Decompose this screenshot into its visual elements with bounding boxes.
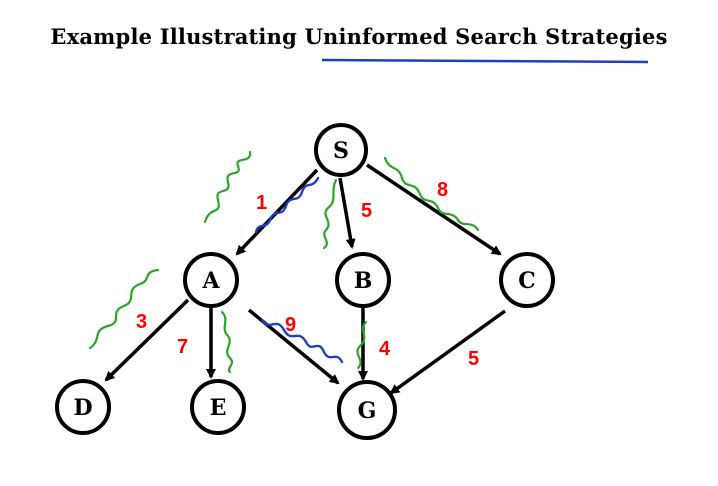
node-a: A [183,252,239,308]
node-s-label: S [333,138,349,164]
node-e: E [190,379,246,435]
node-e-label: E [210,395,227,421]
node-s: S [314,123,368,177]
node-c-label: C [518,268,536,294]
cost-s-c: 8 [437,179,448,201]
cost-s-b: 5 [361,200,372,222]
node-g: G [337,380,397,440]
cost-a-g: 9 [285,314,296,336]
cost-s-a: 1 [256,192,267,214]
green-scribble-b-g [356,320,368,370]
node-a-label: A [201,268,220,294]
node-g-label: G [358,398,377,424]
green-scribble-a-e [220,310,234,374]
node-d-label: D [73,395,92,421]
cost-a-d: 3 [136,311,147,333]
green-scribble-upper-left [203,150,252,224]
blue-scribble-s-a [254,176,320,234]
green-scribble-a-d [88,268,160,350]
green-scribble-s-b [322,178,338,250]
blue-scribble-a-g [260,318,344,364]
title-underline [321,58,649,64]
slide-title: Example Illustrating Uninformed Search S… [50,24,668,49]
cost-b-g: 4 [379,338,391,360]
cost-c-g: 5 [468,348,479,370]
node-c: C [499,252,555,308]
edge-s-c [366,163,502,256]
edge-c-g [389,309,507,395]
cost-a-e: 7 [177,336,188,358]
edge-a-d [104,298,190,382]
green-scribble-s-c [383,156,480,232]
node-b: B [335,252,391,308]
edge-s-b [338,177,356,249]
node-b-label: B [354,268,373,294]
node-d: D [55,379,111,435]
